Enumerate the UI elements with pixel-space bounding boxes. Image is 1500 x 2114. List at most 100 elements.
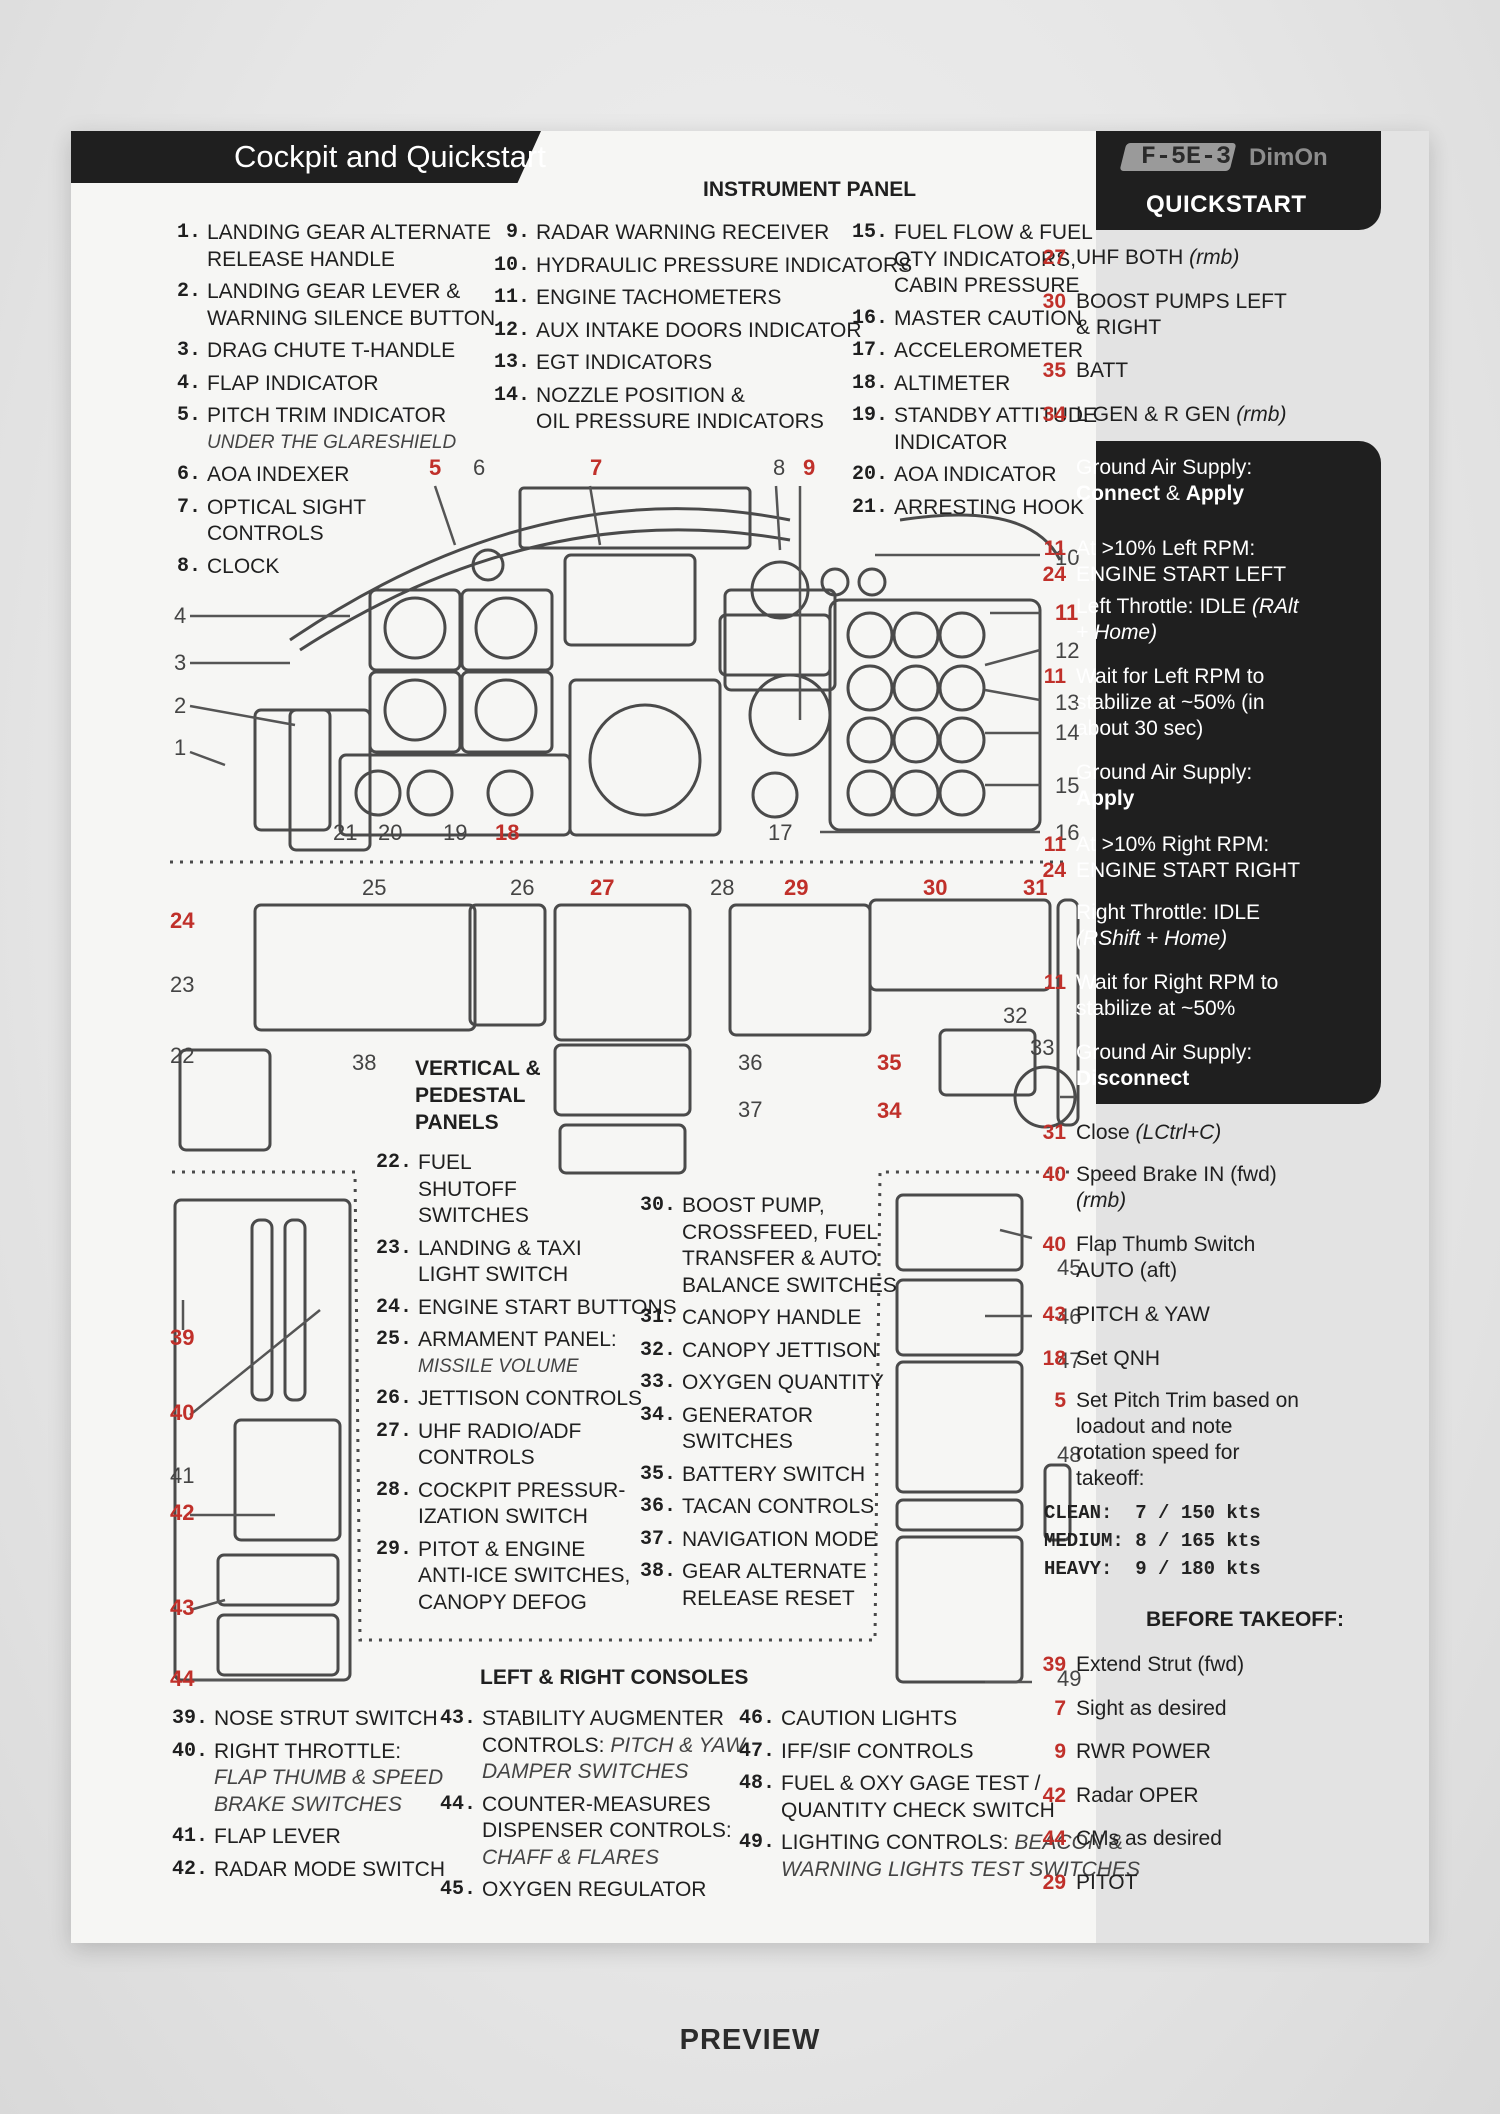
legend-text: DISPENSER CONTROLS: bbox=[482, 1819, 732, 1842]
legend-text: RIGHT THROTTLE: bbox=[214, 1739, 402, 1763]
callout-number-7: 7 bbox=[590, 455, 602, 480]
callout-number-48: 48 bbox=[1057, 1442, 1081, 1467]
quickstart-step-italic: (rmb) bbox=[1189, 246, 1240, 269]
quickstart-step-text: Set Pitch Trim based on loadout and note… bbox=[1076, 1388, 1306, 1492]
legend-text: HYDRAULIC PRESSURE INDICATORS bbox=[536, 253, 913, 277]
legend-text: LANDING & TAXI bbox=[418, 1236, 582, 1260]
legend-number: 16. bbox=[851, 306, 888, 330]
callout-number-20: 20 bbox=[378, 820, 402, 845]
legend-subtext: FLAP THUMB & SPEED bbox=[214, 1766, 444, 1789]
callout-number-45: 45 bbox=[1057, 1255, 1081, 1280]
legend-text: COCKPIT PRESSUR- bbox=[418, 1478, 626, 1502]
quickstart-step-italic: (RAlt + Home) bbox=[1076, 595, 1299, 644]
legend-text: FUEL bbox=[418, 1151, 472, 1174]
legend-number: 44. bbox=[439, 1792, 476, 1816]
legend-text: FLAP LEVER bbox=[214, 1825, 341, 1848]
legend-text: CANOPY DEFOG bbox=[418, 1590, 587, 1614]
legend-text: CABIN PRESSURE bbox=[894, 274, 1080, 297]
quickstart-step-main: Radar OPER bbox=[1076, 1783, 1199, 1807]
callout-number-34: 34 bbox=[877, 1098, 902, 1123]
quickstart-step-text: Ground Air Supply:Apply bbox=[1076, 760, 1306, 812]
quickstart-step-ref: 30 bbox=[1042, 290, 1066, 313]
quickstart-step-text: BOOST PUMPS LEFT & RIGHT bbox=[1076, 289, 1306, 341]
legend-text: CONTROLS: PITCH & YAW bbox=[482, 1733, 745, 1757]
quickstart-step-main: Wait for Left RPM to stabilize at ~50% (… bbox=[1076, 665, 1265, 740]
callout-number-8: 8 bbox=[773, 455, 785, 480]
callout-number-47: 47 bbox=[1057, 1348, 1081, 1373]
legend-text: ARRESTING HOOK bbox=[894, 495, 1085, 519]
quickstart-step-main: BOOST PUMPS LEFT & RIGHT bbox=[1076, 290, 1287, 339]
quickstart-step-text: At >10% Left RPM: ENGINE START LEFT bbox=[1076, 536, 1306, 588]
legend-number: 6. bbox=[176, 463, 201, 486]
legend-text: RELEASE RESET bbox=[682, 1586, 855, 1610]
callout-number-44: 44 bbox=[170, 1666, 195, 1691]
legend-number: 4. bbox=[176, 371, 201, 395]
quickstart-step-text: Ground Air Supply:Disconnect bbox=[1076, 1040, 1306, 1092]
legend-text: ENGINE TACHOMETERS bbox=[536, 286, 782, 309]
legend-text: OIL PRESSURE INDICATORS bbox=[536, 410, 824, 433]
legend-number: 49. bbox=[738, 1831, 775, 1854]
legend-text: CANOPY HANDLE bbox=[682, 1306, 862, 1329]
quickstart-step-main: Sight as desired bbox=[1076, 1696, 1227, 1720]
legend-text: MASTER CAUTION bbox=[894, 306, 1082, 330]
callout-number-33: 33 bbox=[1030, 1035, 1054, 1060]
legend-number: 33. bbox=[639, 1371, 676, 1394]
legend-number: 39. bbox=[171, 1707, 208, 1730]
legend-number: 35. bbox=[639, 1462, 676, 1486]
legend-text: SWITCHES bbox=[418, 1204, 529, 1227]
legend-subtext: UNDER THE GLARESHIELD bbox=[207, 431, 457, 453]
quickstart-step-bold: Connect bbox=[1076, 482, 1160, 505]
legend-number: 7. bbox=[176, 495, 201, 519]
legend-text: PITCH TRIM INDICATOR bbox=[207, 404, 447, 427]
legend-number: 28. bbox=[375, 1478, 412, 1502]
legend-text: OPTICAL SIGHT bbox=[207, 495, 367, 519]
quickstart-step-main: Right Throttle: IDLE bbox=[1076, 901, 1261, 924]
legend-number: 22. bbox=[375, 1151, 412, 1174]
legend-subtext: WARNING LIGHTS TEST SWITCHES bbox=[781, 1857, 1140, 1881]
legend-number: 20. bbox=[851, 463, 888, 486]
quickstart-step-text: Left Throttle: IDLE (RAlt + Home) bbox=[1076, 594, 1306, 646]
legend-text: STABILITY AUGMENTER bbox=[482, 1707, 724, 1730]
callout-number-14: 14 bbox=[1055, 720, 1079, 745]
legend-text: OXYGEN QUANTITY bbox=[682, 1371, 884, 1394]
legend-number: 37. bbox=[639, 1527, 676, 1551]
quickstart-step-text: Extend Strut (fwd) bbox=[1076, 1652, 1306, 1678]
callout-number-24: 24 bbox=[170, 908, 195, 933]
legend-text: UHF RADIO/ADF bbox=[418, 1419, 582, 1443]
legend-number: 45. bbox=[439, 1878, 476, 1901]
legend-subtext: BRAKE SWITCHES bbox=[214, 1792, 402, 1816]
legend-number: 26. bbox=[375, 1387, 412, 1410]
callout-number-3: 3 bbox=[174, 650, 186, 675]
legend-number: 27. bbox=[375, 1419, 412, 1443]
legend-text: CLOCK bbox=[207, 554, 280, 578]
vertical-pedestal-title: VERTICAL & PEDESTAL PANELS bbox=[415, 1055, 541, 1136]
callout-number-5: 5 bbox=[429, 455, 441, 480]
legend-number: 11. bbox=[493, 286, 530, 309]
callout-number-49: 49 bbox=[1057, 1666, 1081, 1691]
quickstart-step-bold: Apply bbox=[1185, 482, 1245, 505]
legend-number: 36. bbox=[639, 1495, 676, 1518]
quickstart-step-ref: 5 bbox=[1054, 1389, 1066, 1412]
quickstart-step-italic: (rmb) bbox=[1236, 403, 1287, 426]
instrument-panel-title: INSTRUMENT PANEL bbox=[703, 178, 917, 201]
legend-text: BATTERY SWITCH bbox=[682, 1462, 866, 1486]
quickstart-step-ref: 34 bbox=[1042, 403, 1066, 426]
legend-number: 23. bbox=[375, 1236, 412, 1260]
legend-text: TACAN CONTROLS bbox=[682, 1495, 875, 1518]
legend-number: 3. bbox=[176, 339, 201, 362]
quickstart-step-text: Sight as desired bbox=[1076, 1696, 1306, 1722]
callout-number-27: 27 bbox=[590, 875, 614, 900]
quickstart-step-main: Ground Air Supply: bbox=[1076, 456, 1253, 479]
quickstart-step-ref: 9 bbox=[1054, 1740, 1066, 1763]
quickstart-step-ref: 11 24 bbox=[1042, 833, 1066, 882]
before-takeoff-title: BEFORE TAKEOFF: bbox=[1146, 1608, 1344, 1631]
quickstart-step-main: Wait for Right RPM to stabilize at ~50% bbox=[1076, 971, 1279, 1020]
quickstart-step-ref: 31 bbox=[1042, 1121, 1066, 1144]
legend-text: LANDING GEAR ALTERNATE bbox=[207, 221, 491, 244]
legend-text: IFF/SIF CONTROLS bbox=[781, 1739, 974, 1763]
legend-text: ENGINE START BUTTONS bbox=[418, 1295, 677, 1319]
quickstart-step-main: Flap Thumb Switch AUTO (aft) bbox=[1076, 1233, 1256, 1282]
document-sheet: Cockpit and Quickstart F-5E-3 DimOn QUIC… bbox=[71, 131, 1429, 1943]
quickstart-step-text: At >10% Right RPM: ENGINE START RIGHT bbox=[1076, 832, 1306, 884]
